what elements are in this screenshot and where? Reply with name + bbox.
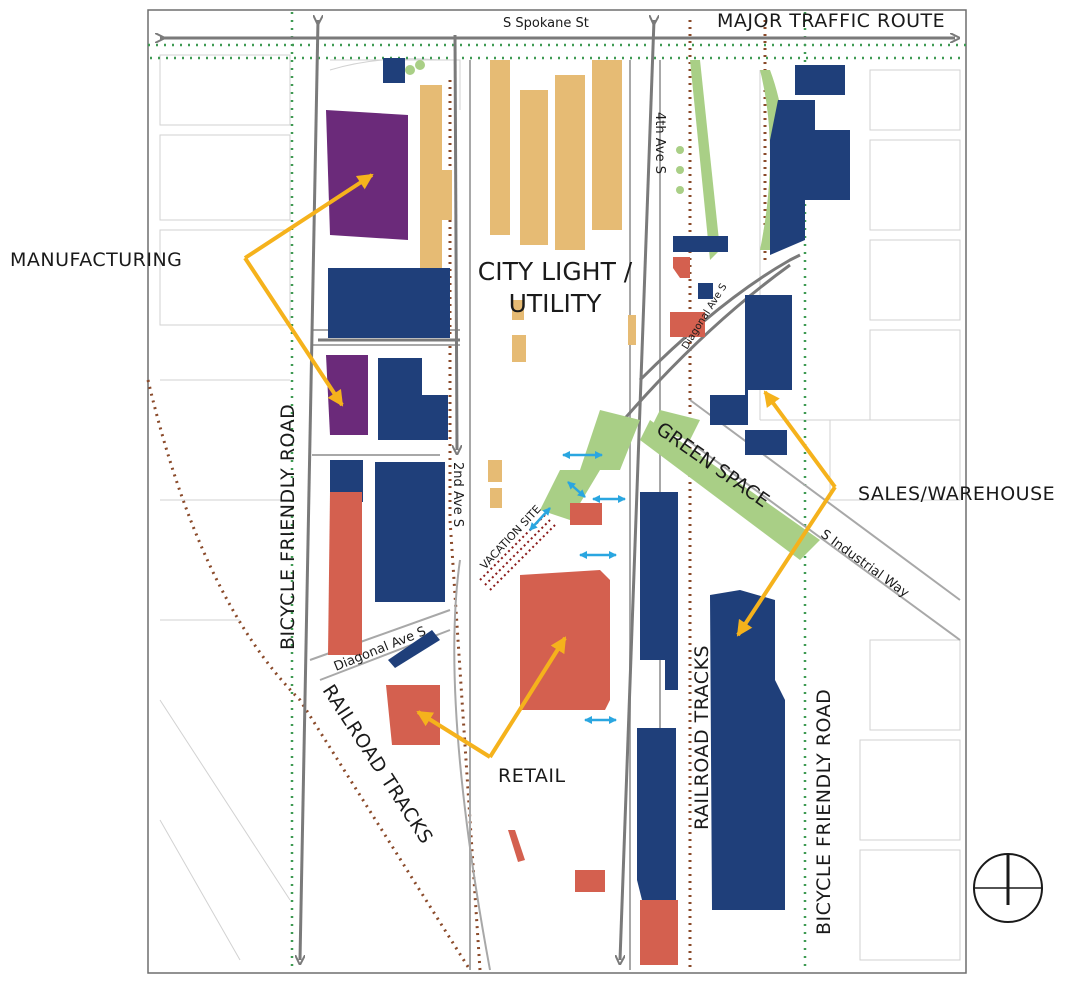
callout-arrows [243, 173, 837, 759]
sales-warehouse-buildings [328, 58, 850, 910]
label-4th-ave-s: 4th Ave S [652, 112, 667, 174]
parcel-grid [159, 54, 961, 961]
major-roads [160, 20, 955, 960]
railroad-tracks [146, 20, 767, 971]
label-bicycle-road-west: BICYCLE FRIENDLY ROAD [277, 404, 299, 650]
label-city-light-line2: UTILITY [509, 289, 603, 318]
label-manufacturing: MANUFACTURING [10, 249, 182, 271]
label-s-spokane-st: S Spokane St [503, 16, 589, 31]
label-major-traffic-route: MAJOR TRAFFIC ROUTE [717, 10, 945, 32]
utility-buildings [420, 60, 636, 508]
label-2nd-ave-s: 2nd Ave S [450, 462, 465, 527]
label-railroad-tracks-center: RAILROAD TRACKS [691, 645, 713, 830]
label-sales-warehouse: SALES/WAREHOUSE [858, 483, 1055, 505]
north-arrow-icon [973, 853, 1043, 923]
access-arrows [529, 451, 626, 724]
label-bicycle-road-east: BICYCLE FRIENDLY ROAD [813, 689, 835, 935]
label-retail: RETAIL [498, 765, 566, 787]
label-city-light-line1: CITY LIGHT / [478, 257, 633, 286]
